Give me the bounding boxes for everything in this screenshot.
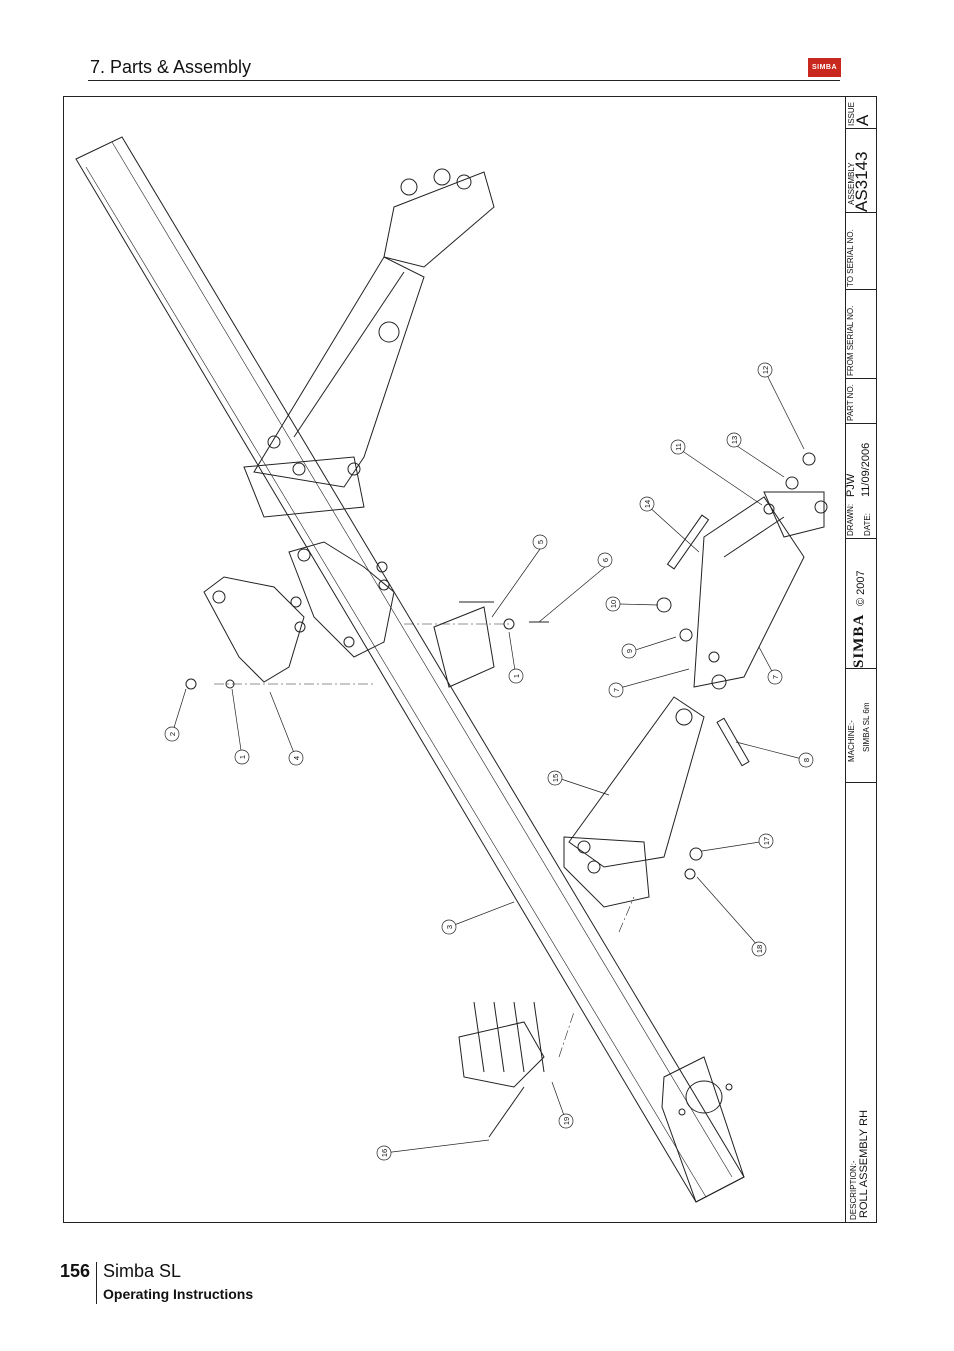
callout-label: 6 [601,558,610,562]
description-label: DESCRIPTION:- [849,1160,858,1220]
callout-label: 7 [771,675,780,679]
pivot-bracket [693,496,805,688]
callout-label: 1 [238,755,247,759]
beam-end-cap [661,1056,745,1203]
callout-label: 2 [168,732,177,736]
callout-label: 15 [551,774,560,782]
footer-divider [96,1262,97,1304]
main-beam [75,136,745,1203]
drawn-value: PJW [845,473,857,497]
model-name: Simba SL [103,1261,182,1281]
drawing-frame [63,96,877,1223]
callout-label: 9 [625,649,634,653]
header-rule [88,80,840,81]
callout-label: 4 [292,756,301,760]
title-block [845,96,877,1223]
simba-brand-mark: SIMBA [851,613,867,668]
description-value: ROLL ASSEMBLY RH [858,1109,870,1218]
callout-label: 5 [536,540,545,544]
callout-label: 11 [674,443,683,451]
part-no-label: PART NO. [846,384,855,421]
callout-label: 16 [380,1149,389,1157]
callout-label: 8 [802,758,811,762]
to-serial-label: TO SERIAL NO. [846,229,855,287]
callout-label: 12 [761,366,770,374]
mounting-plate-right [288,541,395,658]
assembly-number: AS3143 [852,151,871,213]
document-subtitle: Operating Instructions [103,1286,254,1302]
machine-label: MACHINE:- [847,720,856,762]
callout-label: 1 [512,674,521,678]
copyright: © 2007 [855,570,867,606]
from-serial-label: FROM SERIAL NO. [846,305,855,376]
section-title: 7. Parts & Assembly [90,57,252,77]
callout-label: 13 [730,436,739,444]
mounting-plate-left [203,576,305,683]
upper-arm [253,256,425,488]
drawn-label: DRAWN: [846,503,855,536]
callout-label: 7 [612,688,621,692]
date-label: DATE: [863,513,872,536]
callout-label: 19 [562,1117,571,1125]
issue-value: A [853,114,872,126]
callout-label: 17 [762,837,771,845]
callout-label: 3 [445,925,454,929]
simba-logo: SIMBA [808,58,841,77]
callout-label: 10 [609,600,618,608]
lower-bracket [458,1021,545,1088]
page-number: 156 [60,1261,91,1281]
assembly-drawing: 2 1 4 5 6 1 10 9 7 7 8 12 13 11 14 15 17… [75,136,828,1203]
date-value: 11/09/2006 [860,442,872,497]
callout-label: 18 [755,945,764,953]
callout-label: 14 [643,500,652,508]
machine-value: SIMBA SL 6m [862,702,871,753]
